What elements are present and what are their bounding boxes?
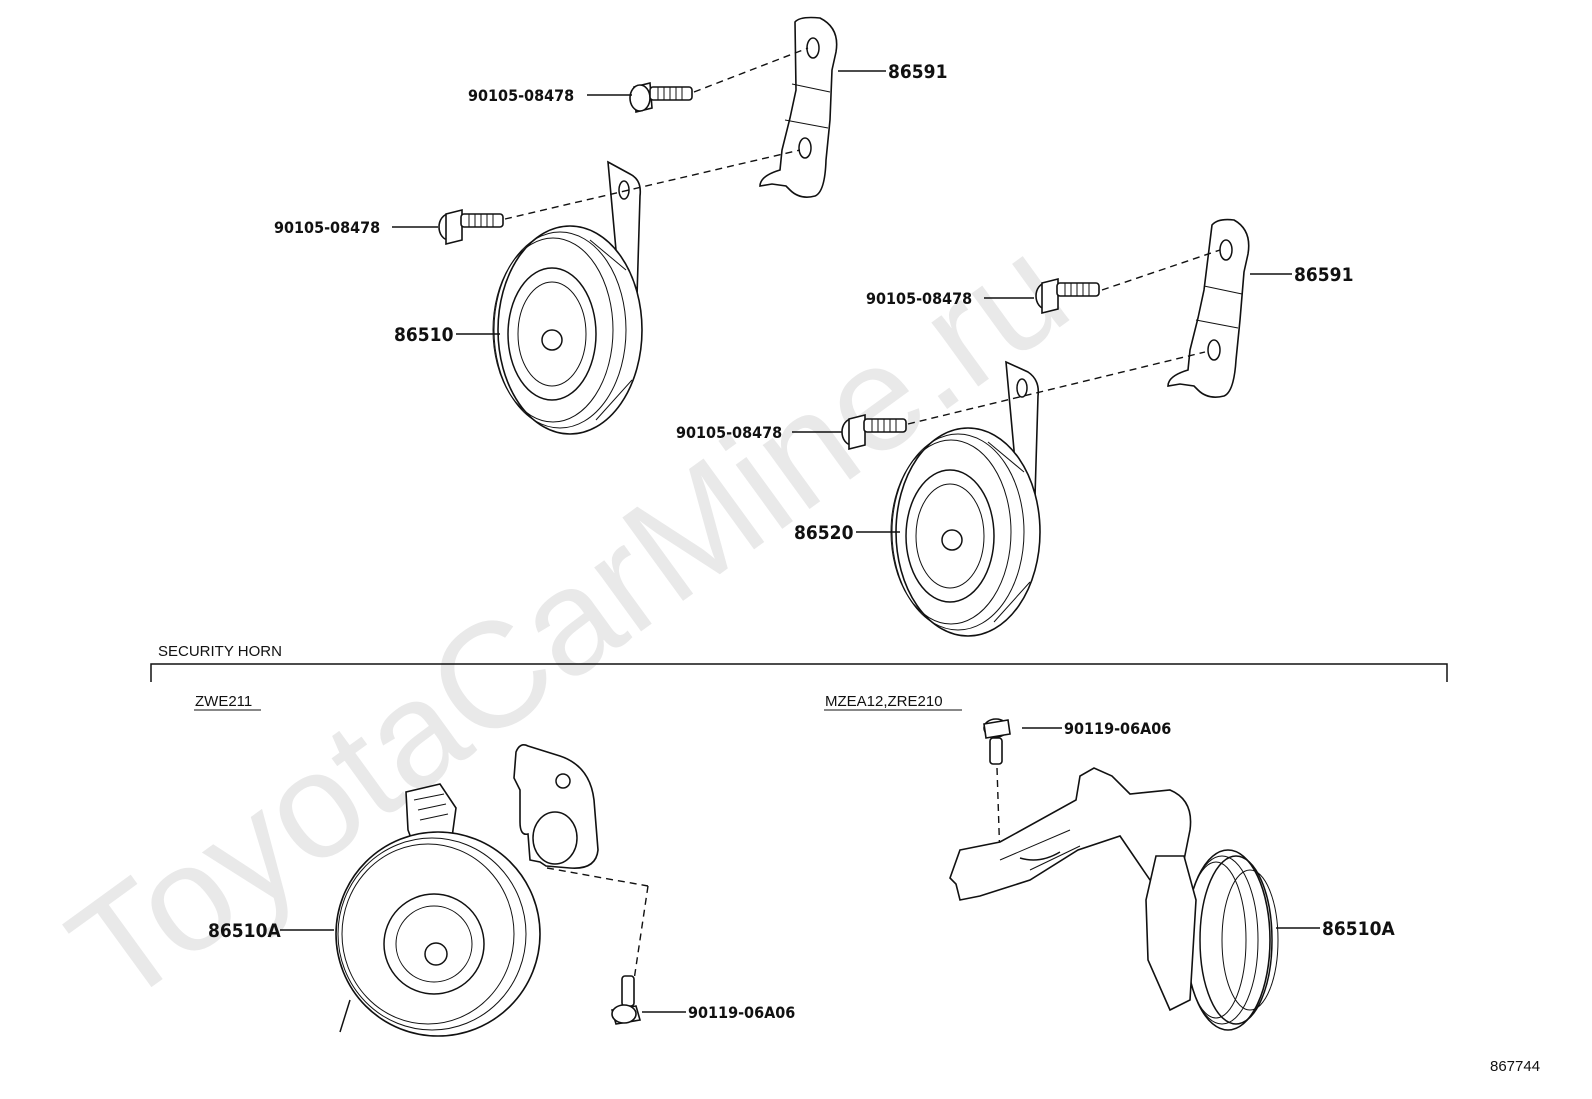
- horn-86510-icon: [492, 225, 643, 435]
- label-90119-06a06-right: 90119-06A06: [1064, 719, 1171, 738]
- dashed-guide: [504, 149, 801, 220]
- label-86510a-right: 86510A: [1322, 918, 1395, 940]
- dashed-guide: [693, 47, 809, 93]
- diagram-id: 867744: [1490, 1058, 1540, 1075]
- label-90119-06a06-left: 90119-06A06: [688, 1003, 795, 1022]
- bolt-icon: [629, 81, 693, 114]
- security-horn-left: [335, 744, 649, 1037]
- label-86591-a: 86591: [888, 61, 947, 83]
- bracket-hole-icon: [798, 137, 812, 159]
- label-90105-08478-a1: 90105-08478: [468, 86, 574, 105]
- label-86510: 86510: [394, 324, 454, 346]
- variant-zwe211: ZWE211: [195, 693, 252, 710]
- bolt-icon: [983, 718, 1011, 765]
- security-horn-right: [949, 718, 1279, 1031]
- section-bracket: [150, 663, 1448, 682]
- security-bracket-right: [949, 767, 1192, 901]
- security-bracket-left: [513, 744, 599, 869]
- bolt-icon: [610, 975, 642, 1025]
- horn-assembly-a: [438, 16, 838, 435]
- variant-mzea12-zre210: MZEA12,ZRE210: [825, 693, 943, 710]
- security-horn-title: SECURITY HORN: [158, 643, 282, 660]
- bolt-icon: [438, 208, 504, 246]
- horn-assembly-b: [841, 218, 1250, 637]
- bracket-86591-b: [1167, 218, 1250, 398]
- label-90105-08478-a2: 90105-08478: [274, 218, 380, 237]
- label-86510a-left: 86510A: [208, 920, 281, 942]
- label-90105-08478-b1: 90105-08478: [866, 289, 972, 308]
- label-86520: 86520: [794, 522, 854, 544]
- bracket-86591-a: [759, 16, 838, 198]
- label-86591-b: 86591: [1294, 264, 1353, 286]
- bolt-icon: [841, 413, 907, 451]
- bolt-icon: [1035, 277, 1100, 315]
- label-90105-08478-b2: 90105-08478: [676, 423, 782, 442]
- horn-86520-icon: [890, 427, 1041, 637]
